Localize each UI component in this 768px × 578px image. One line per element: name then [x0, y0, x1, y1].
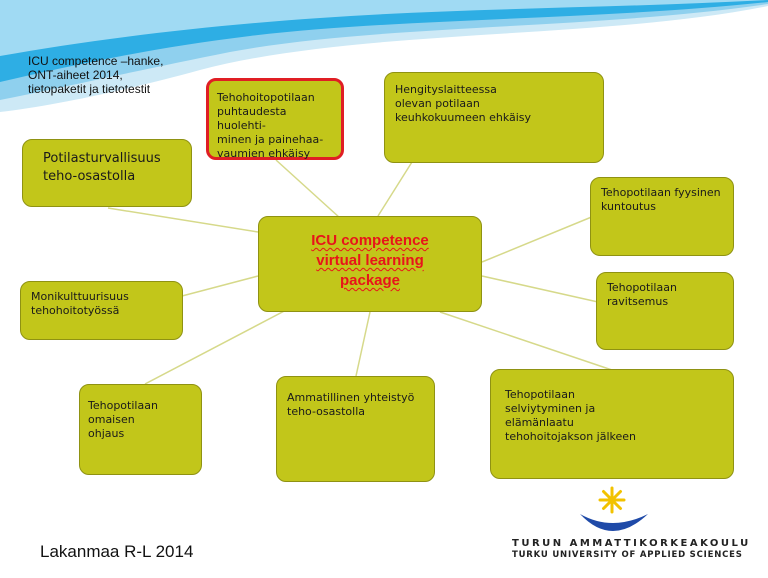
connector-6: [144, 307, 291, 385]
center-hub-text: ICU competence virtual learning package: [311, 232, 429, 289]
topic-box-professional-collaboration: Ammatillinen yhteistyö teho-osastolla: [276, 376, 435, 482]
connector-7: [355, 311, 371, 377]
logo-name-fi: TURUN AMMATTIKORKEAKOULU: [512, 538, 751, 549]
logo-emblem: [580, 486, 648, 531]
connector-8: [439, 311, 613, 371]
topic-text: Ammatillinen yhteistyö teho-osastolla: [287, 391, 415, 418]
topic-text: Potilasturvallisuus teho-osastolla: [43, 151, 161, 184]
connector-3: [481, 215, 595, 263]
author-credit: Lakanmaa R-L 2014: [40, 542, 194, 561]
topic-box-family-guidance: Tehopotilaan omaisen ohjaus: [79, 384, 202, 475]
topic-box-physical-rehabilitation: Tehopotilaan fyysinen kuntoutus: [590, 177, 734, 256]
topic-box-nutrition: Tehopotilaan ravitsemus: [596, 272, 734, 350]
header-line-1: ONT-aiheet 2014,: [28, 68, 123, 82]
project-header: ICU competence –hanke, ONT-aiheet 2014, …: [28, 54, 163, 96]
header-wave-white: [0, 0, 768, 56]
topic-box-patient-safety: Potilasturvallisuus teho-osastolla: [22, 139, 192, 207]
connector-1: [377, 161, 413, 217]
topic-text: Monikulttuurisuus tehohoitotyössä: [31, 290, 129, 317]
center-hub: ICU competence virtual learning package: [258, 216, 482, 312]
connector-5: [181, 275, 259, 297]
topic-text: Tehohoitopotilaan puhtaudesta huolehti- …: [217, 91, 324, 160]
connector-0: [275, 159, 341, 219]
topic-box-ventilator-pneumonia: Hengityslaitteessa olevan potilaan keuhk…: [384, 72, 604, 163]
topic-box-multiculturalism: Monikulttuurisuus tehohoitotyössä: [20, 281, 183, 340]
topic-text: Hengityslaitteessa olevan potilaan keuhk…: [395, 83, 532, 124]
topic-text: Tehopotilaan omaisen ohjaus: [88, 399, 158, 440]
connector-4: [481, 275, 599, 303]
header-line-2: tietopaketit ja tietotestit: [28, 82, 151, 96]
topic-text: Tehopotilaan ravitsemus: [607, 281, 677, 308]
topic-text: Tehopotilaan fyysinen kuntoutus: [601, 186, 721, 213]
connector-2: [107, 207, 259, 233]
logo-name-en: TURKU UNIVERSITY OF APPLIED SCIENCES: [512, 550, 743, 560]
topic-box-survival-quality-of-life: Tehopotilaan selviytyminen ja elämänlaat…: [490, 369, 734, 479]
header-line-0: ICU competence –hanke,: [28, 54, 164, 68]
topic-box-hygiene-pressure-ulcers: Tehohoitopotilaan puhtaudesta huolehti- …: [206, 78, 344, 160]
topic-text: Tehopotilaan selviytyminen ja elämänlaat…: [505, 388, 637, 443]
